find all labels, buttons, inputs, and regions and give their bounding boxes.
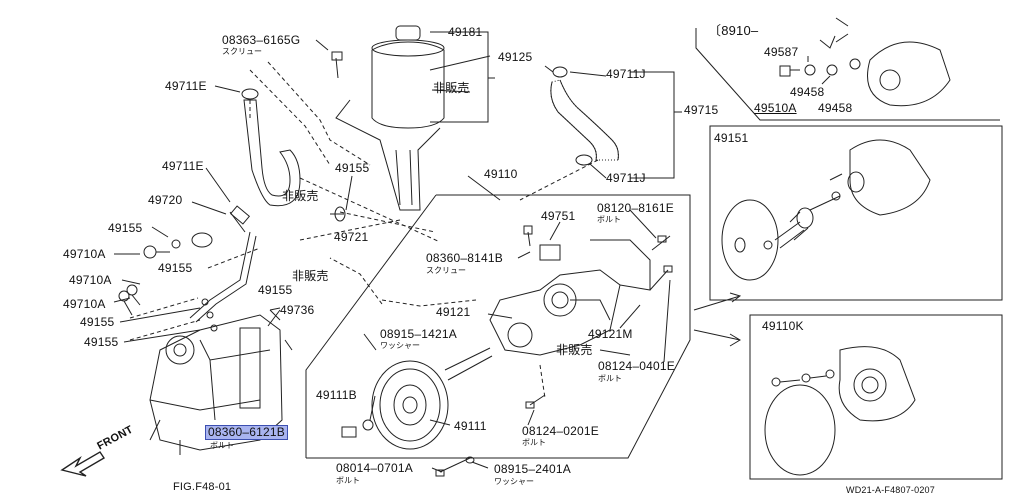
inset-49110K: [749, 314, 1003, 480]
part-49155-c: 49155: [80, 315, 115, 329]
inset-49151: [709, 125, 1003, 301]
part-49111B: 49111B: [316, 388, 357, 402]
part-49751: 49751: [541, 209, 576, 223]
part-49458-b: 49458: [818, 101, 853, 115]
figure-number: FIG.F48-01: [173, 481, 232, 493]
part-49720: 49720: [148, 193, 183, 207]
part-08124a: 08124–0401E: [598, 359, 675, 373]
part-08124b: 08124–0201E: [522, 424, 599, 438]
part-49155-d: 49155: [84, 335, 119, 349]
inset-header: 〔8910–: [708, 23, 759, 38]
power-steering-pump: [489, 239, 651, 356]
part-49110: 49110: [484, 167, 518, 181]
part-49711E-mid: 49711E: [162, 159, 204, 173]
pulley: [341, 347, 493, 450]
not-for-sale-3: 非販売: [292, 269, 329, 283]
part-08124b-sub: ボルト: [522, 438, 546, 447]
part-49155-b: 49155: [158, 261, 193, 275]
part-49121M: 49121M: [588, 327, 633, 341]
not-for-sale-2: 非販売: [282, 189, 319, 203]
part-49711J-mid: 49711J: [606, 171, 646, 185]
part-49710A-a: 49710A: [63, 247, 106, 261]
front-arrow-icon: [60, 451, 105, 477]
part-49111: 49111: [454, 419, 487, 433]
part-08915b: 08915–2401A: [494, 462, 571, 476]
part-08915a: 08915–1421A: [380, 327, 457, 341]
part-49155-f: 49155: [335, 161, 370, 175]
part-08360b: 08360–8141B: [426, 251, 503, 265]
part-49110K: 49110K: [762, 319, 804, 333]
part-49151: 49151: [714, 131, 749, 145]
part-49710A-c: 49710A: [63, 297, 106, 311]
part-08915b-sub: ワッシャー: [494, 477, 534, 486]
inset-top: [695, 17, 1000, 121]
part-08363-sub: スクリュー: [222, 47, 262, 56]
part-08360-sub: ボルト: [210, 441, 234, 450]
part-49125: 49125: [498, 50, 533, 64]
not-for-sale-1: 非販売: [433, 81, 470, 95]
part-49721: 49721: [334, 230, 369, 244]
diagram-code: WD21-A-F4807-0207: [846, 485, 935, 495]
part-49587: 49587: [764, 45, 799, 59]
part-49736: 49736: [280, 303, 315, 317]
part-08014-sub: ボルト: [336, 476, 360, 485]
part-49181: 49181: [448, 25, 483, 39]
not-for-sale-4: 非販売: [556, 343, 593, 357]
part-49458-a: 49458: [790, 85, 825, 99]
part-49155-e: 49155: [258, 283, 293, 297]
part-08124a-sub: ボルト: [598, 374, 622, 383]
part-49121: 49121: [436, 305, 471, 319]
part-08120: 08120–8161E: [597, 201, 674, 215]
part-08014: 08014–0701A: [336, 461, 413, 475]
part-49715: 49715: [684, 103, 719, 117]
part-08360b-sub: スクリュー: [426, 266, 466, 275]
steering-gearbox: [149, 309, 293, 455]
part-49155-a: 49155: [108, 221, 143, 235]
part-08915a-sub: ワッシャー: [380, 341, 420, 350]
part-49710A-b: 49710A: [69, 273, 112, 287]
part-08363: 08363–6165G: [222, 33, 301, 47]
reservoir-tank: [335, 25, 445, 211]
part-08120-sub: ボルト: [597, 215, 621, 224]
part-49711E-top: 49711E: [165, 79, 207, 93]
part-08360-highlighted[interactable]: 08360–6121B: [205, 425, 288, 440]
part-49711J-top: 49711J: [606, 67, 646, 81]
part-49510A: 49510A: [754, 101, 797, 115]
